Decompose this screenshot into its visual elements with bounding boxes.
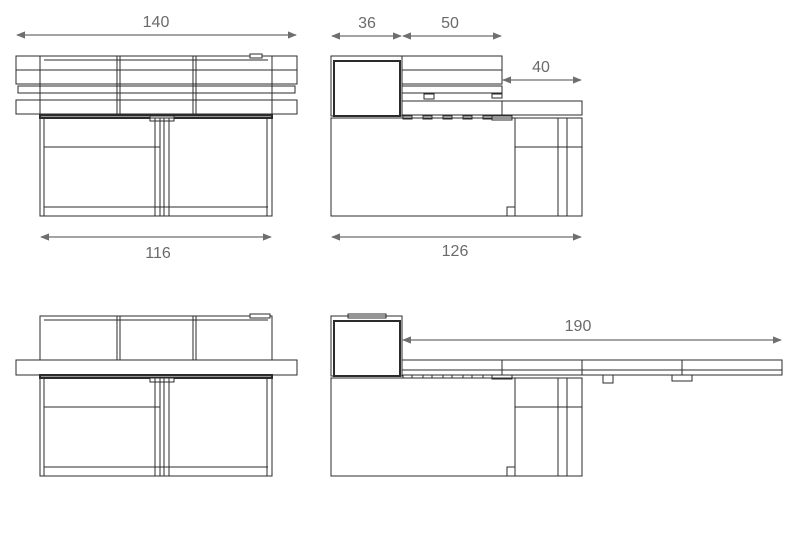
- dimension-label-36: 36: [358, 15, 376, 32]
- dimension-label-116: 116: [145, 245, 171, 262]
- side-view-extended: [330, 313, 783, 477]
- dimension-label-40: 40: [532, 59, 550, 76]
- side-view-collapsed: [330, 55, 583, 217]
- dimension-label-50: 50: [441, 15, 459, 32]
- dimension-label-190: 190: [565, 318, 592, 335]
- dimension-label-126: 126: [442, 243, 469, 260]
- front-view-extended: [15, 313, 298, 477]
- dimension-label-140: 140: [143, 14, 170, 31]
- front-view-collapsed: [15, 53, 298, 217]
